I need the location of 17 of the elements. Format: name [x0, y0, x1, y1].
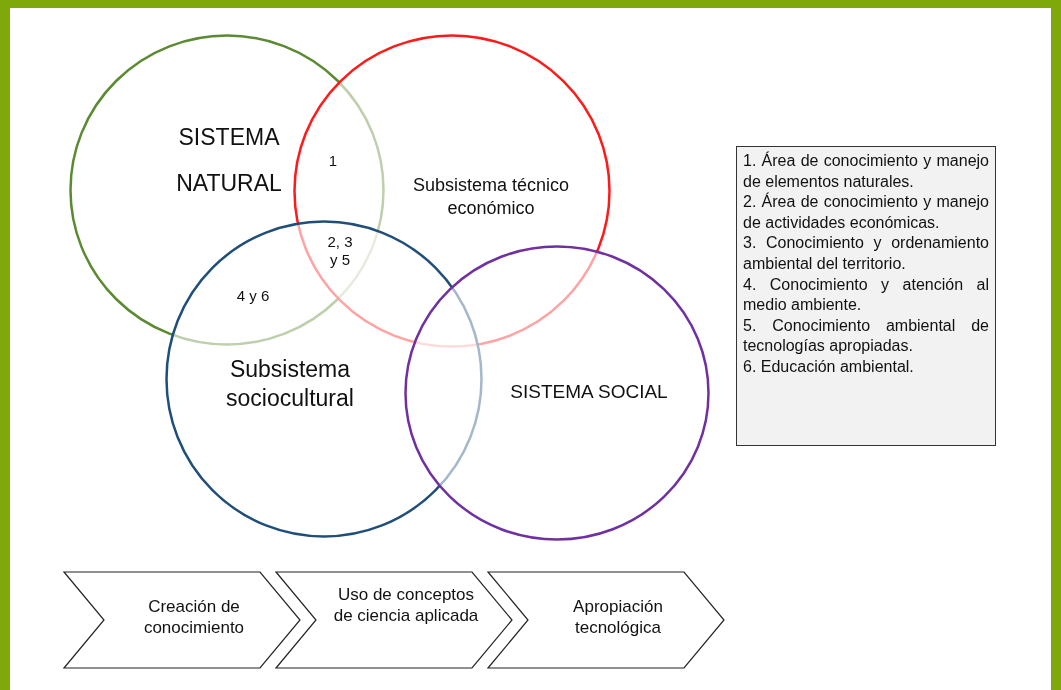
region-number: 2, 3 y 5: [326, 233, 354, 269]
circle-label: SISTEMA SOCIAL: [509, 380, 669, 404]
region-number: 1: [327, 152, 339, 170]
note-text: 1. Área de conocimiento y manejo de elementos naturales.: [743, 151, 989, 192]
step-label: Creación de conocimiento: [142, 596, 246, 639]
region-number: 4 y 6: [235, 287, 271, 305]
step-label: Uso de conceptos de ciencia aplicada: [332, 584, 480, 627]
note-text: 2. Área de conocimiento y manejo de actividades económicas.: [743, 192, 989, 233]
circle-label: SISTEMA NATURAL: [175, 123, 283, 198]
circle-label: Subsistema sociocultural: [225, 355, 355, 413]
note-text: 4. Conocimiento y atención al medio ambiente.: [743, 274, 989, 316]
step-label: Apropiación tecnológica: [572, 596, 664, 639]
note-text: 5. Conocimiento ambiental de tecnologías apropiadas.: [743, 315, 989, 357]
notes-box: [736, 146, 996, 446]
circle-label: Subsistema técnico económico: [411, 174, 571, 219]
note-text: 6. Educación ambiental.: [743, 356, 915, 377]
note-text: 3. Conocimiento y ordenamiento ambiental del territorio.: [743, 233, 989, 274]
